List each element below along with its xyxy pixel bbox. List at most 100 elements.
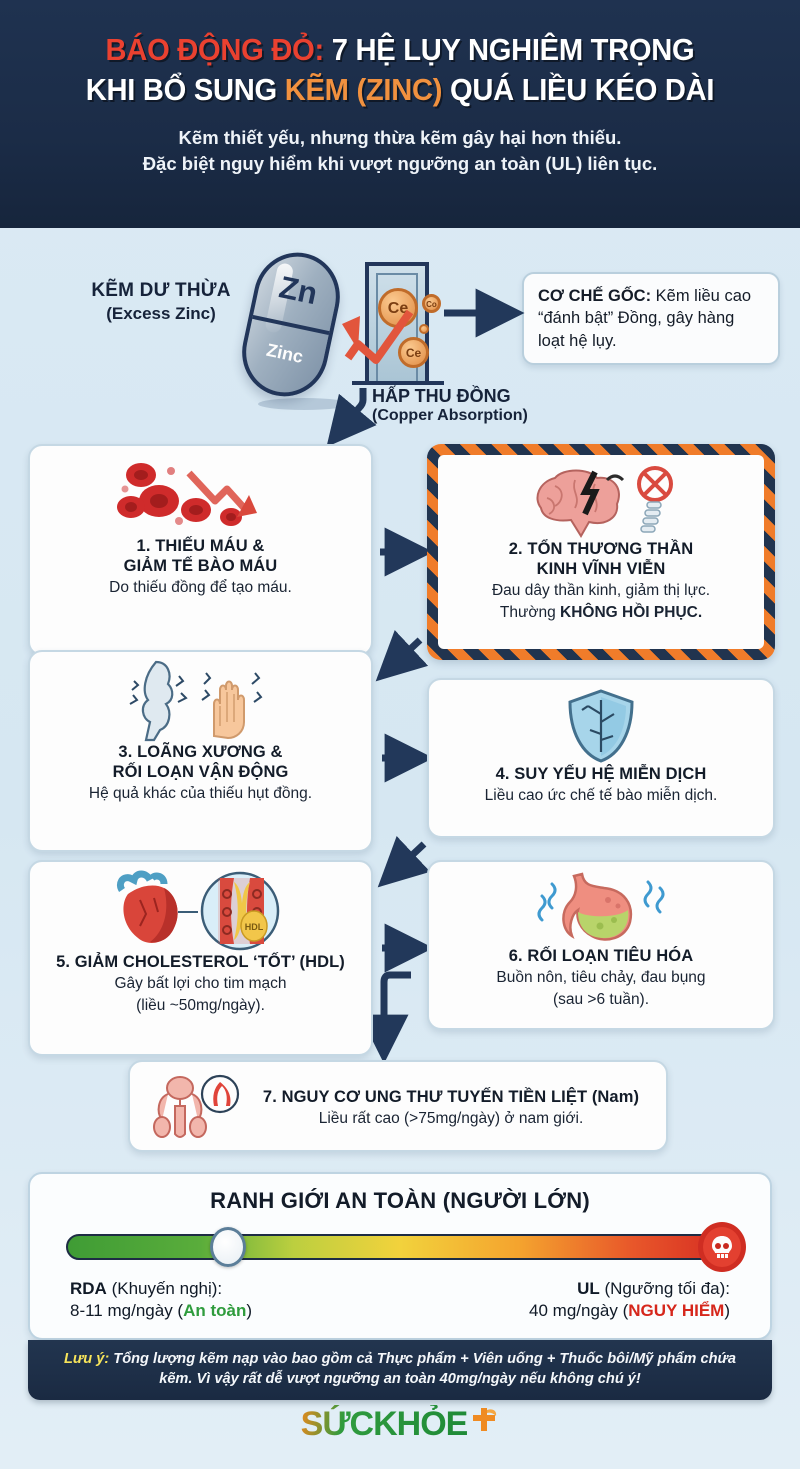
heart-artery-hdl-icon: HDL [40, 870, 361, 952]
card-4-title-line1: 4. SUY YẾU HỆ MIỄN DỊCH [495, 765, 707, 783]
capsule-shadow [258, 398, 350, 410]
safety-scale-bar-wrap [66, 1222, 746, 1272]
card-3-title-line1: 3. LOÃNG XƯƠNG & [118, 743, 283, 761]
card-4-desc: Liều cao ức chế tế bào miễn dịch. [484, 787, 718, 805]
card-6-desc2: (sau >6 tuần). [552, 991, 650, 1009]
capsule-divider [248, 314, 334, 337]
card-1-title-line2: GIẢM TẾ BÀO MÁU [123, 557, 278, 576]
zinc-capsule-icon: Zn Zinc [233, 244, 349, 405]
mechanism-callout-text: Kẽm liều cao “đánh bật” Đồng, gây hàng l… [538, 287, 752, 350]
blood-cells-declining-icon [40, 454, 361, 536]
cracked-shield-icon [439, 688, 763, 764]
copper-absorption-subtitle: (Copper Absorption) [372, 407, 528, 424]
card-7-desc: Liều rất cao (>75mg/ngày) ở nam giới. [318, 1109, 584, 1127]
footer-note-text: Lưu ý: Tổng lượng kẽm nạp vào bao gồm cả… [50, 1350, 750, 1389]
rda-label-bold: RDA [70, 1279, 107, 1298]
ul-value-end: ) [724, 1301, 730, 1321]
copper-absorption-title: HẤP THU ĐỒNG [372, 386, 511, 406]
header-banner: BÁO ĐỘNG ĐỎ: 7 HỆ LỤY NGHIÊM TRỌNG KHI B… [0, 0, 800, 228]
card-7-title: 7. NGUY CƠ UNG THƯ TUYẾN TIỀN LIỆT (Nam) [262, 1087, 640, 1106]
header-subtitle: Kẽm thiết yếu, nhưng thừa kẽm gây hại hơ… [0, 125, 800, 179]
safety-scale-title: RANH GIỚI AN TOÀN (NGƯỜI LỚN) [210, 1188, 590, 1213]
consequence-card-6[interactable]: 6. RỐI LOẠN TIÊU HÓA Buồn nôn, tiêu chảy… [427, 860, 775, 1030]
card-1-desc: Do thiếu đồng để tạo máu. [109, 579, 292, 597]
card-2-desc2-bold: KHÔNG HỒI PHỤC. [560, 604, 703, 622]
ul-value-text: 40 mg/ngày ( [529, 1301, 629, 1321]
card-6-title-line1: 6. RỐI LOẠN TIÊU HÓA [508, 947, 694, 965]
footer-note: Lưu ý: Tổng lượng kẽm nạp vào bao gồm cả… [28, 1340, 772, 1400]
safety-gradient-bar [66, 1234, 734, 1260]
card-1-title: 1. THIẾU MÁU & GIẢM TẾ BÀO MÁU [40, 536, 361, 576]
safety-scale-box: RANH GIỚI AN TOÀN (NGƯỜI LỚN) RDA (Khuyế… [28, 1172, 772, 1340]
card-2-title-line2: KINH VĨNH VIỄN [536, 560, 666, 579]
ul-label-bold: UL [577, 1279, 600, 1298]
header-title-zinc: KẼM (ZINC) [284, 72, 443, 108]
copper-ion-large-icon: Ce [378, 288, 418, 328]
ul-label: UL (Ngưỡng tối đa): [529, 1278, 730, 1300]
rda-value-end: ) [246, 1301, 253, 1321]
card-5-title-line1: 5. GIẢM CHOLESTEROL ‘TỐT’ (HDL) [56, 953, 345, 971]
ul-danger-tag: NGUY HIỂM [628, 1301, 725, 1321]
consequence-card-2[interactable]: 2. TỔN THƯƠNG THẦN KINH VĨNH VIỄN Đau dâ… [427, 444, 775, 660]
card-2-title-line1: 2. TỔN THƯƠNG THẦN [508, 540, 694, 558]
door-floor [352, 381, 444, 385]
card-3-desc: Hệ quả khác của thiếu hụt đồng. [88, 785, 313, 803]
capsule-zinc-label: Zinc [264, 339, 306, 367]
svg-text:HDL: HDL [244, 922, 263, 932]
card-5-desc: Gây bất lợi cho tim mạch [114, 975, 287, 993]
consequence-card-4[interactable]: 4. SUY YẾU HỆ MIỄN DỊCH Liều cao ức chế … [427, 678, 775, 838]
header-subtitle-line1: Kẽm thiết yếu, nhưng thừa kẽm gây hại hơ… [178, 126, 622, 148]
card-3-title: 3. LOÃNG XƯƠNG & RỐI LOẠN VẬN ĐỘNG [40, 742, 361, 782]
ul-label-rest: (Ngưỡng tối đa): [599, 1279, 730, 1298]
header-title-line1: BÁO ĐỘNG ĐỎ: 7 HỆ LỤY NGHIÊM TRỌNG [24, 30, 776, 70]
card-7-row: 7. NGUY CƠ UNG THƯ TUYẾN TIỀN LIỆT (Nam)… [144, 1072, 652, 1144]
ul-label-group: UL (Ngưỡng tối đa): 40 mg/ngày (NGUY HIỂ… [529, 1278, 730, 1323]
rda-value-text: 8-11 mg/ngày ( [70, 1301, 184, 1321]
ul-value: 40 mg/ngày (NGUY HIỂM) [529, 1300, 730, 1322]
excess-zinc-title: KẼM DƯ THỪA [91, 280, 231, 301]
excess-zinc-label: KẼM DƯ THỪA (Excess Zinc) [56, 280, 266, 324]
card-2-desc2-prefix: Thường [499, 604, 561, 622]
copper-absorption-label: HẤP THU ĐỒNG (Copper Absorption) [372, 386, 622, 425]
card-6-desc: Buồn nôn, tiêu chảy, đau bụng [496, 969, 706, 987]
rda-label-group: RDA (Khuyến nghị): 8-11 mg/ngày (An toàn… [70, 1278, 252, 1323]
card-5-desc2: (liều ~50mg/ngày). [136, 997, 265, 1015]
rda-marker-handle[interactable] [209, 1227, 246, 1267]
footer-note-body: Tổng lượng kẽm nạp vào bao gồm cả Thực p… [109, 1351, 737, 1387]
site-logo[interactable]: SỨCKHỎE [0, 1405, 800, 1444]
card-2-inner: 2. TỔN THƯƠNG THẦN KINH VĨNH VIỄN Đau dâ… [438, 455, 764, 649]
header-title-alert: BÁO ĐỘNG ĐỎ: [105, 32, 325, 67]
consequence-card-5[interactable]: HDL 5. GIẢM CHOLESTEROL ‘TỐT’ (HDL) Gây … [28, 860, 373, 1056]
bone-joint-hand-icon [40, 660, 361, 742]
mechanism-callout: CƠ CHẾ GỐC: Kẽm liều cao “đánh bật” Đồng… [522, 272, 780, 365]
skull-icon [698, 1222, 746, 1272]
stomach-digestive-icon [439, 870, 763, 946]
rda-label: RDA (Khuyến nghị): [70, 1278, 252, 1300]
blocked-absorption-arrow-icon [342, 309, 414, 364]
card-4-title: 4. SUY YẾU HỆ MIỄN DỊCH [439, 764, 763, 784]
copper-ion-mid-icon: Ce [398, 337, 429, 368]
consequence-card-3[interactable]: 3. LOÃNG XƯƠNG & RỐI LOẠN VẬN ĐỘNG Hệ qu… [28, 650, 373, 852]
card-7-text: 7. NGUY CƠ UNG THƯ TUYẾN TIỀN LIỆT (Nam)… [250, 1087, 652, 1129]
copper-ion-small-icon: Co [422, 294, 441, 313]
rda-safe-tag: An toàn [183, 1301, 247, 1321]
header-title-line2: KHI BỔ SUNG KẼM (ZINC) QUÁ LIỀU KÉO DÀI [24, 70, 776, 110]
card-3-title-line2: RỐI LOẠN VẬN ĐỘNG [112, 763, 289, 782]
excess-zinc-subtitle: (Excess Zinc) [106, 304, 216, 323]
card-5-title: 5. GIẢM CHOLESTEROL ‘TỐT’ (HDL) [40, 952, 361, 972]
header-subtitle-line2: Đặc biệt nguy hiểm khi vượt ngưỡng an to… [142, 153, 658, 175]
plus-bird-icon [469, 1405, 499, 1444]
card-1-title-line1: 1. THIẾU MÁU & [136, 537, 265, 555]
card-2-desc2: Thường KHÔNG HỒI PHỤC. [446, 603, 756, 623]
card-2-title: 2. TỔN THƯƠNG THẦN KINH VĨNH VIỄN [446, 539, 756, 579]
header-title-line2-b: QUÁ LIỀU KÉO DÀI [442, 72, 715, 108]
card-2-desc: Đau dây thần kinh, giảm thị lực. [491, 582, 710, 600]
mechanism-callout-label: CƠ CHẾ GỐC: [538, 287, 652, 305]
card-6-title: 6. RỐI LOẠN TIÊU HÓA [439, 946, 763, 966]
header-title-rest: 7 HỆ LỤY NGHIÊM TRỌNG [323, 32, 695, 67]
consequence-card-7[interactable]: 7. NGUY CƠ UNG THƯ TUYẾN TIỀN LIỆT (Nam)… [128, 1060, 668, 1152]
footer-note-label: Lưu ý: [63, 1351, 110, 1368]
prostate-ribbon-icon [153, 1074, 240, 1138]
consequence-card-1[interactable]: 1. THIẾU MÁU & GIẢM TẾ BÀO MÁU Do thiếu … [28, 444, 373, 656]
